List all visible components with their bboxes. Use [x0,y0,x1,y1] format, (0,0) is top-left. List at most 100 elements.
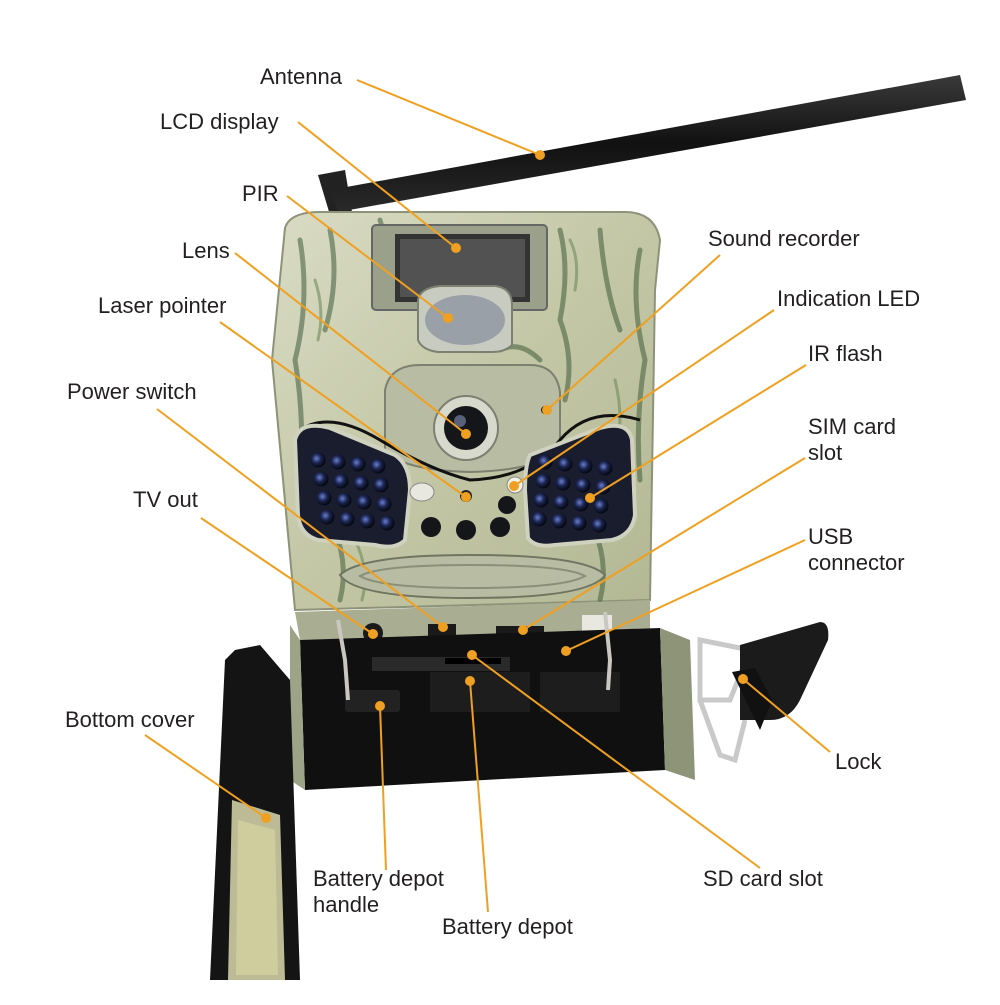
label-laser-pointer: Laser pointer [98,293,227,318]
label-battery-depot: Battery depot [442,914,573,939]
leader-dot-usb-connector [561,646,571,656]
leader-dot-battery-depot-handle [375,701,385,711]
leader-line-laser-pointer [219,321,467,498]
leader-line-antenna [356,79,541,156]
label-usb-connector: USB connector [808,524,905,576]
leader-line-sound-recorder [546,254,721,411]
lock-part [697,622,829,764]
ir-led [593,498,609,514]
leader-dot-lcd-display [451,243,461,253]
leader-dot-tv-out [368,629,378,639]
ir-led [376,496,392,512]
leader-dot-pir [443,313,453,323]
ir-led [316,490,332,506]
leader-dot-sd-card-slot [467,650,477,660]
ir-led-group-right [531,454,613,533]
leader-line-power-switch [156,408,444,628]
pir-part [417,285,513,353]
leader-line-battery-depot [469,680,489,913]
bottom-cover-part [210,645,300,980]
label-pir: PIR [242,181,279,206]
leader-dot-battery-depot [465,676,475,686]
label-sd-card-slot: SD card slot [703,866,823,891]
label-lens: Lens [182,238,230,263]
label-sim-card-line2: slot [808,440,843,465]
label-ir-flash: IR flash [808,341,883,366]
label-usb-line2: connector [808,550,905,575]
label-indication-led: Indication LED [777,286,921,311]
label-bottom-cover: Bottom cover [65,707,195,732]
leader-line-sd-card-slot [471,654,761,869]
leader-lines [144,79,831,913]
ir-led [595,479,611,495]
label-battery-handle-line2: handle [313,892,380,917]
ir-led [319,509,335,525]
ir-led [339,511,355,527]
ir-led-group-left [310,452,395,531]
leader-line-lcd-display [297,121,457,249]
cable [299,414,641,482]
label-usb-line1: USB [808,524,854,549]
leader-dot-sound-recorder [542,405,552,415]
label-sim-card-slot: SIM card slot [808,414,896,466]
leader-line-indication-led [513,309,775,487]
ir-led [575,477,591,493]
leader-line-ir-flash [589,364,807,499]
ir-led [373,477,389,493]
ir-led [557,456,573,472]
battery-handle-part [345,690,400,712]
leader-dot-antenna [535,150,545,160]
ir-led [591,517,607,533]
ir-led [353,475,369,491]
antenna-part [318,75,966,215]
leader-line-tv-out [200,517,374,635]
battery-depot-part [430,672,530,712]
label-sim-card-line1: SIM card [808,414,897,439]
leader-line-usb-connector [565,539,806,652]
label-battery-depot-handle: Battery depot handle [313,866,444,918]
leader-line-lock [742,678,831,753]
ir-led [573,496,589,512]
ir-led [330,454,346,470]
ir-led [551,513,567,529]
ir-led [531,511,547,527]
ir-led [333,473,349,489]
ir-led [350,456,366,472]
leader-dot-indication-led [509,481,519,491]
leader-dot-power-switch [438,622,448,632]
ir-led [535,473,551,489]
ir-led [553,494,569,510]
label-tv-out: TV out [133,487,198,512]
leader-line-pir [286,195,449,319]
leader-line-sim-card-slot [522,457,806,631]
label-power-switch: Power switch [67,379,197,404]
ir-led [555,475,571,491]
ir-led [359,513,375,529]
label-sound-recorder: Sound recorder [708,226,860,251]
label-battery-handle-line1: Battery depot [313,866,444,891]
label-lock: Lock [835,749,882,774]
ir-flash-part [292,423,638,549]
leader-line-battery-depot-handle [379,705,387,871]
ir-led [313,471,329,487]
battery-compartment [290,611,695,790]
ir-led [533,492,549,508]
sd-card-slot-part [445,658,501,664]
leader-dot-ir-flash [585,493,595,503]
ir-led [577,458,593,474]
ir-led [356,494,372,510]
label-antenna: Antenna [260,64,342,89]
ir-led [379,515,395,531]
ir-led [336,492,352,508]
leader-line-bottom-cover [144,734,267,819]
leader-dot-laser-pointer [461,492,471,502]
leader-dot-bottom-cover [261,813,271,823]
ir-led [597,460,613,476]
leader-line-lens [234,252,467,435]
brand-emboss [338,553,607,600]
leader-dot-lock [738,674,748,684]
label-lcd-display: LCD display [160,109,279,134]
leader-dot-lens [461,429,471,439]
